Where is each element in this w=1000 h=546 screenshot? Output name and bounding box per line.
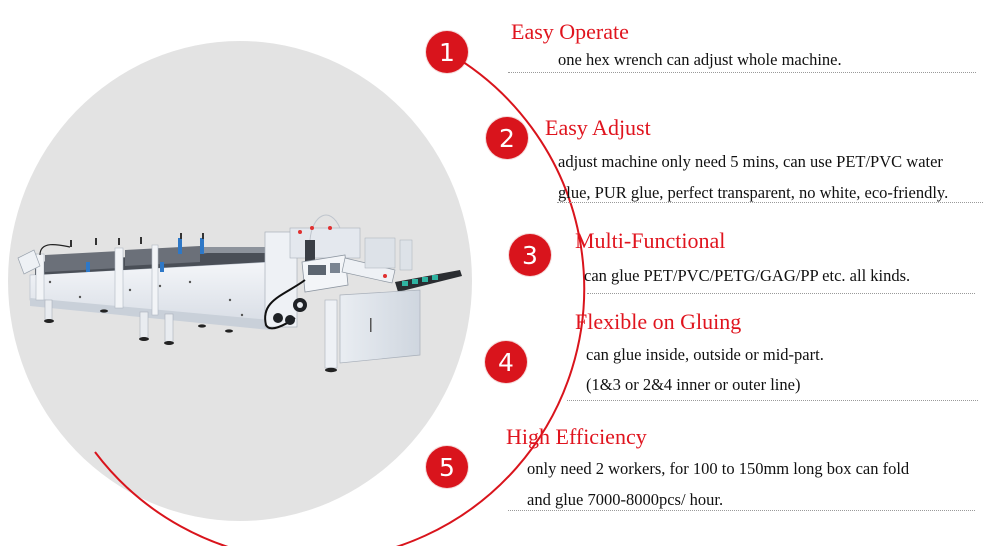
feature-number-badge-3: 3: [509, 234, 551, 276]
badge-number: 2: [499, 123, 515, 153]
feature-description: can glue PET/PVC/PETG/GAG/PP etc. all ki…: [584, 266, 911, 285]
timeline-arc: [94, 51, 586, 546]
feature-divider: [557, 202, 983, 203]
feature-title: Multi-Functional: [575, 228, 726, 253]
feature-description: one hex wrench can adjust whole machine.: [558, 50, 842, 69]
feature-title: Easy Adjust: [545, 115, 651, 140]
feature-title: Flexible on Gluing: [575, 309, 742, 334]
feature-divider: [587, 293, 975, 294]
feature-number-badge-1: 1: [426, 31, 468, 73]
feature-description: (1&3 or 2&4 inner or outer line): [586, 375, 801, 394]
badge-number: 5: [439, 452, 455, 482]
feature-number-badge-2: 2: [486, 117, 528, 159]
feature-title: Easy Operate: [511, 19, 629, 44]
feature-number-badge-5: 5: [426, 446, 468, 488]
feature-description: and glue 7000-8000pcs/ hour.: [527, 490, 724, 509]
feature-divider: [567, 400, 978, 401]
feature-description: only need 2 workers, for 100 to 150mm lo…: [527, 459, 910, 478]
machine-image: [17, 214, 462, 373]
feature-number-badge-4: 4: [485, 341, 527, 383]
feature-description: can glue inside, outside or mid-part.: [586, 345, 824, 364]
feature-description: glue, PUR glue, perfect transparent, no …: [558, 183, 949, 202]
feature-description: adjust machine only need 5 mins, can use…: [558, 152, 943, 171]
feature-divider: [508, 510, 975, 511]
feature-divider: [508, 72, 976, 73]
badge-number: 4: [498, 347, 514, 377]
badge-number: 3: [522, 240, 538, 270]
badge-number: 1: [439, 37, 455, 67]
feature-title: High Efficiency: [506, 424, 647, 449]
